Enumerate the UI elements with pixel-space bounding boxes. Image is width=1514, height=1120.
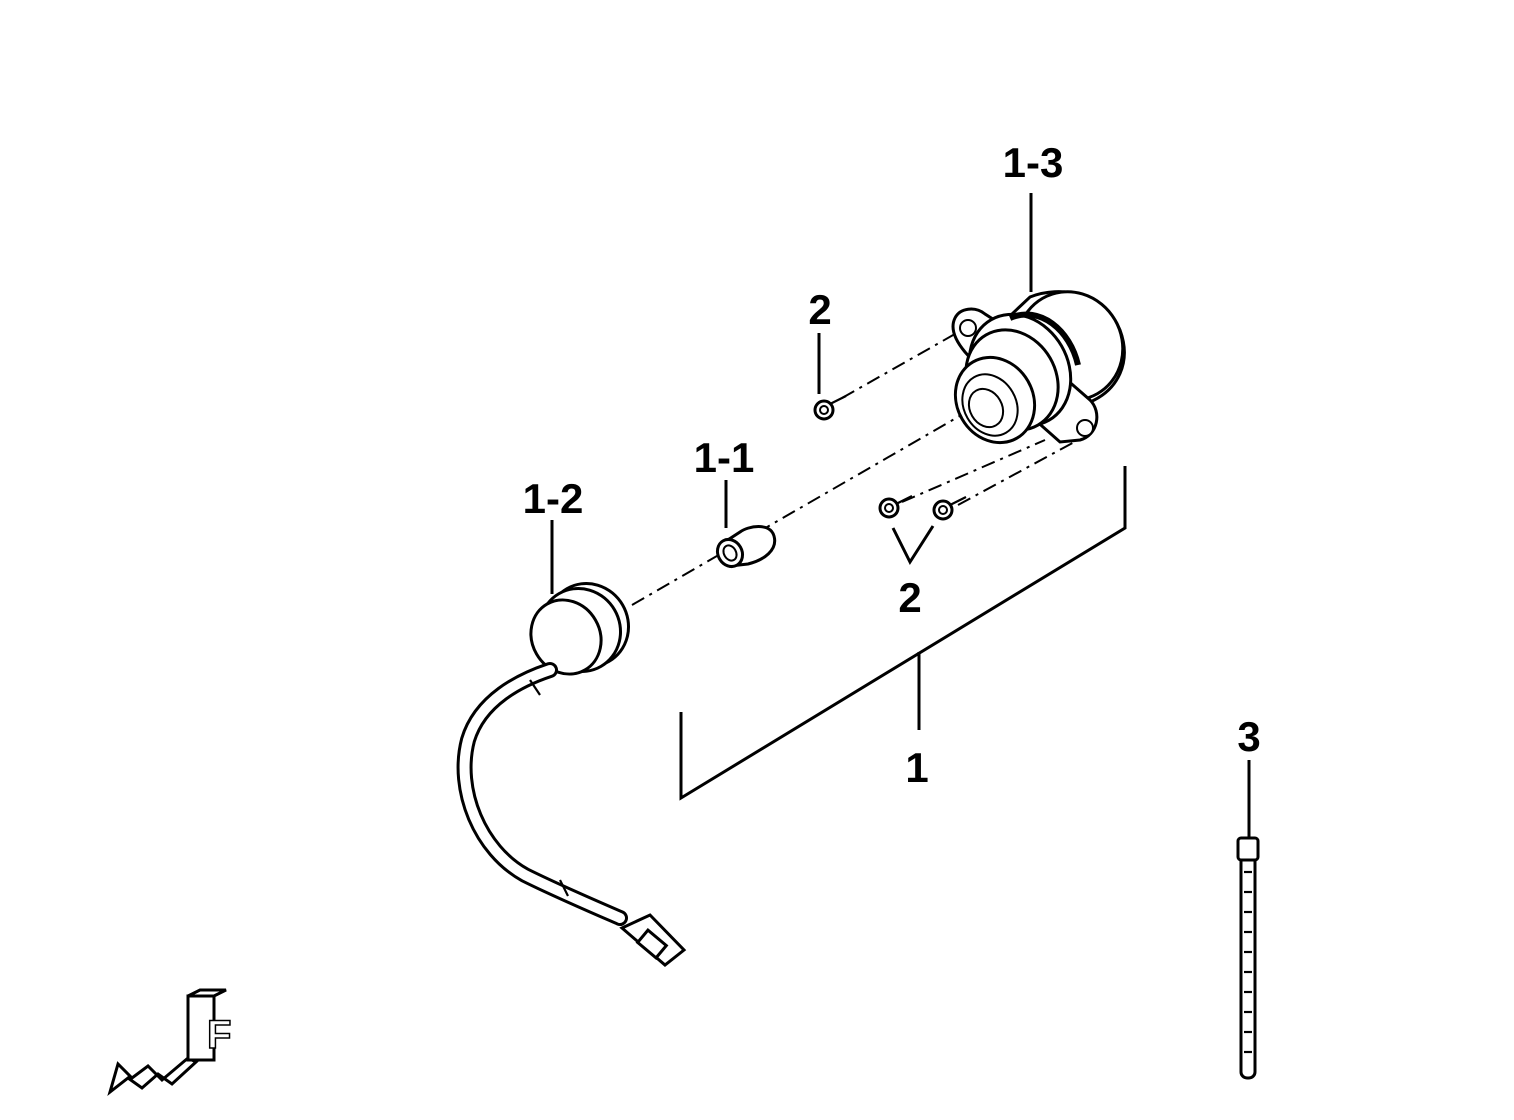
axis-main — [631, 409, 971, 606]
callout-1-3: 1-3 — [1003, 139, 1064, 186]
callout-1-1: 1-1 — [694, 434, 755, 481]
axis-screw-right — [957, 439, 1079, 506]
screw-right — [932, 496, 967, 521]
leader-2-bottom — [891, 525, 935, 566]
bulb — [715, 525, 777, 569]
axis-screw-top — [841, 329, 963, 399]
axis-screw-left — [901, 439, 1046, 503]
front-direction-icon: F — [107, 988, 232, 1097]
callout-2-top: 2 — [808, 286, 831, 333]
callout-1: 1 — [905, 744, 928, 791]
lamp-housing — [951, 290, 1126, 445]
front-indicator-letter: F — [207, 1013, 231, 1057]
callout-1-2: 1-2 — [523, 475, 584, 522]
socket-harness — [456, 581, 687, 967]
assembly-bracket — [679, 466, 1127, 801]
cable-tie — [1236, 836, 1260, 1080]
callout-2-bottom: 2 — [898, 574, 921, 621]
callout-3: 3 — [1237, 713, 1260, 760]
screw-left — [878, 495, 913, 519]
leader-lines — [550, 193, 1251, 838]
assembly-axis-lines — [631, 329, 1079, 606]
screw-top — [813, 395, 847, 421]
